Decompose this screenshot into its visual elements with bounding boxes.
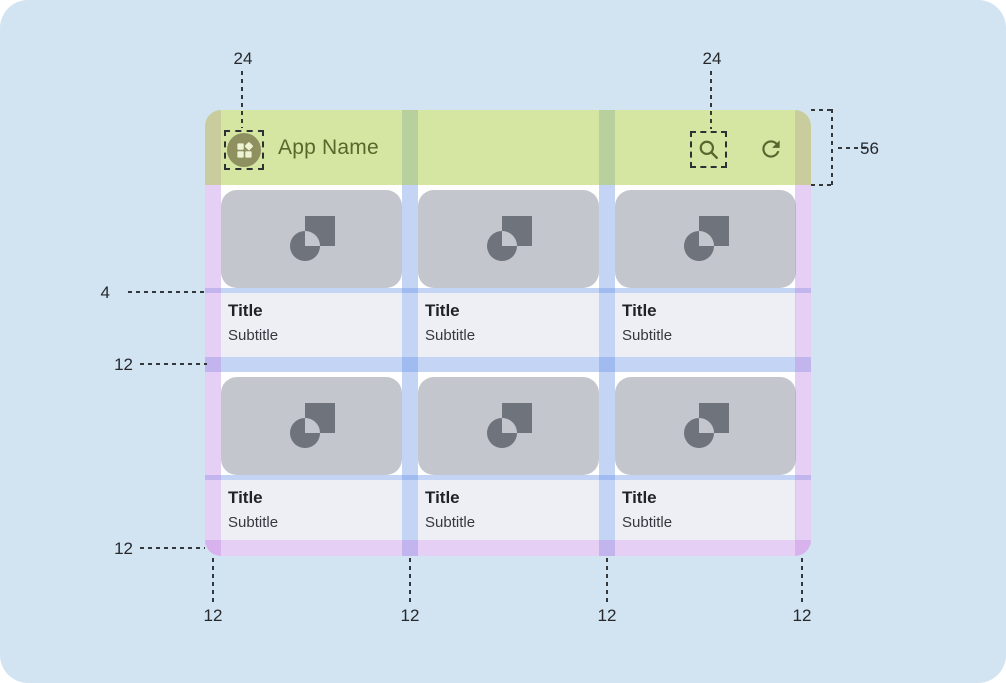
- column-gutter-overlay: [599, 110, 615, 556]
- annotation-gutter-1: 12: [400, 606, 420, 625]
- card-title: Title: [228, 488, 263, 507]
- annotation-gutter-2: 12: [597, 606, 617, 625]
- dashed-line: [801, 558, 803, 602]
- card-text: Title Subtitle: [615, 480, 796, 540]
- column-gutter-overlay: [402, 110, 418, 556]
- image-placeholder-icon: [486, 403, 532, 448]
- right-margin-overlay: [795, 110, 811, 556]
- card-image: [615, 190, 796, 288]
- card-image: [221, 190, 402, 288]
- card[interactable]: Title Subtitle: [418, 190, 599, 357]
- card-subtitle: Subtitle: [622, 514, 673, 531]
- card-image: [418, 190, 599, 288]
- icon-bounds-box: [224, 130, 264, 170]
- card-text: Title Subtitle: [221, 480, 402, 540]
- card-title: Title: [622, 301, 657, 320]
- left-margin-overlay: [205, 110, 221, 556]
- dashed-line: [811, 184, 832, 186]
- annotation-margin-left: 12: [203, 606, 223, 625]
- annotation-row-gap: 12: [114, 355, 133, 374]
- annotation-bottom-margin: 12: [114, 539, 133, 558]
- card[interactable]: Title Subtitle: [418, 377, 599, 540]
- card-image: [615, 377, 796, 475]
- card-text: Title Subtitle: [418, 480, 599, 540]
- annotation-icon-size-left: 24: [233, 49, 253, 68]
- card-text: Title Subtitle: [221, 293, 402, 357]
- card-title: Title: [228, 301, 263, 320]
- dashed-line: [838, 147, 867, 149]
- dashed-line: [811, 109, 832, 111]
- card[interactable]: Title Subtitle: [221, 377, 402, 540]
- card-image: [418, 377, 599, 475]
- card[interactable]: Title Subtitle: [221, 190, 402, 357]
- card-title: Title: [425, 301, 460, 320]
- app-preview: Title Subtitle Title Subtitle Titl: [205, 110, 811, 556]
- card-image: [221, 377, 402, 475]
- dashed-line: [409, 558, 411, 602]
- card-subtitle: Subtitle: [228, 327, 279, 344]
- image-placeholder-icon: [289, 403, 335, 448]
- bottom-margin-overlay: [205, 540, 811, 556]
- icon-bounds-box: [690, 131, 727, 168]
- card-subtitle: Subtitle: [228, 514, 279, 531]
- annotation-margin-right: 12: [792, 606, 812, 625]
- card-text: Title Subtitle: [418, 293, 599, 357]
- app-icon-button[interactable]: [227, 133, 261, 167]
- app-name: App Name: [278, 135, 379, 159]
- row-gap-overlay-4: [205, 288, 811, 293]
- dashed-line: [606, 558, 608, 602]
- refresh-icon[interactable]: [758, 136, 784, 162]
- search-icon[interactable]: [696, 137, 722, 163]
- card[interactable]: Title Subtitle: [615, 190, 796, 357]
- annotation-content-gap: 4: [100, 283, 110, 302]
- image-placeholder-icon: [683, 216, 729, 261]
- annotation-icon-size-right: 24: [702, 49, 722, 68]
- annotation-appbar-height: 56: [860, 139, 879, 158]
- image-placeholder-icon: [683, 403, 729, 448]
- card-subtitle: Subtitle: [425, 327, 476, 344]
- dashed-line: [241, 71, 243, 128]
- card[interactable]: Title Subtitle: [615, 377, 796, 540]
- image-placeholder-icon: [486, 216, 532, 261]
- dashed-line: [710, 71, 712, 129]
- row-gap-overlay-4: [205, 475, 811, 480]
- row-gap-overlay-12: [205, 357, 811, 372]
- dashed-line: [140, 547, 205, 549]
- image-placeholder-icon: [289, 216, 335, 261]
- card-text: Title Subtitle: [615, 293, 796, 357]
- card-subtitle: Subtitle: [622, 327, 673, 344]
- dashed-line: [212, 558, 214, 602]
- widgets-icon: [236, 141, 253, 158]
- dashed-line: [128, 291, 207, 293]
- dashed-line: [140, 363, 207, 365]
- card-title: Title: [425, 488, 460, 507]
- card-title: Title: [622, 488, 657, 507]
- dashed-line: [831, 109, 833, 186]
- top-app-bar: App Name: [205, 110, 811, 185]
- card-subtitle: Subtitle: [425, 514, 476, 531]
